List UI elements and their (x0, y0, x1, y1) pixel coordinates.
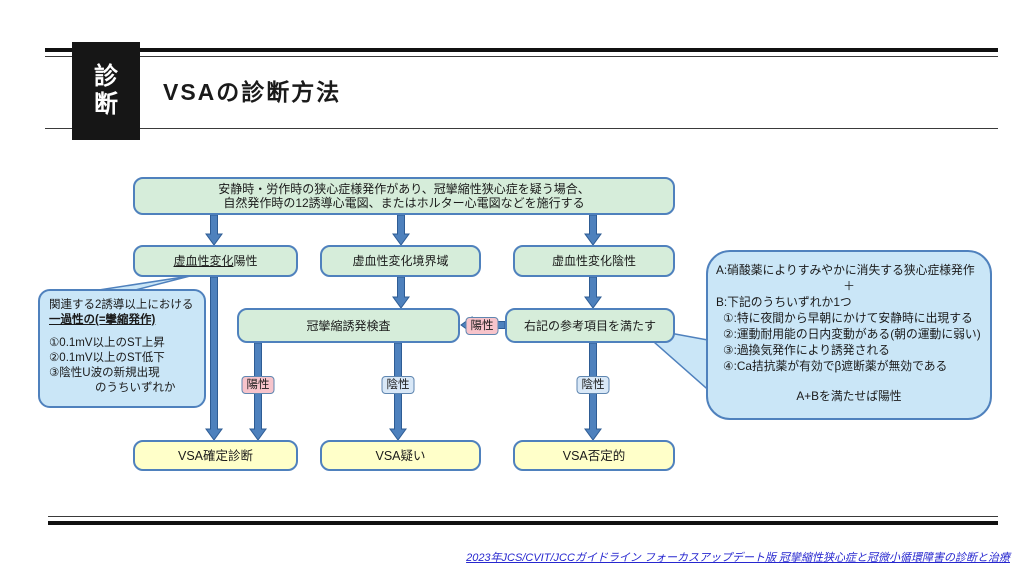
arrow-start-to-negative (584, 214, 602, 246)
header-rule-thick (45, 48, 998, 52)
arrow-negative-to-reference (584, 276, 602, 309)
right-callout-line-b: B:下記のうちいずれか1つ (716, 295, 852, 309)
right-callout-item: ①:特に夜間から早朝にかけて安静時に出現する (723, 311, 973, 325)
left-callout-suffix: のうちいずれか (95, 382, 176, 394)
badge-test-positive: 陽性 (241, 376, 275, 394)
flow-box-ischemic-positive: 虚血性変化陽性 (133, 245, 298, 277)
ischemic-positive-rest: 陽性 (233, 254, 258, 268)
arrow-positive-to-confirmed (205, 276, 223, 441)
footer-rule-thin (48, 516, 998, 517)
arrow-start-to-positive (205, 214, 223, 246)
left-callout-item: ③陰性U波の新規出現 (49, 367, 160, 379)
section-tag-diagnosis: 診 断 (72, 42, 140, 140)
start-line1: 安静時・労作時の狭心症様発作があり、冠攣縮性狭心症を疑う場合、 (218, 182, 590, 196)
tag-char: 診 (94, 63, 118, 90)
badge-reference-positive: 陽性 (465, 317, 499, 335)
left-callout-item: ②0.1mV以上のST低下 (49, 352, 165, 364)
right-callout-line-a: A:硝酸薬によりすみやかに消失する狭心症様発作 (716, 263, 975, 277)
page-title: VSAの診断方法 (163, 79, 342, 105)
flow-box-start: 安静時・労作時の狭心症様発作があり、冠攣縮性狭心症を疑う場合、 自然発作時の12… (133, 177, 675, 215)
flow-box-result-negative: VSA否定的 (513, 440, 675, 471)
left-callout-line2: 一過性の(=攣縮発作) (49, 314, 156, 326)
flow-box-provocation-test: 冠攣縮誘発検査 (237, 308, 460, 343)
header-rule-bottom (45, 128, 998, 129)
badge-reference-negative: 陰性 (576, 376, 610, 394)
start-line2: 自然発作時の12誘導心電図、またはホルター心電図などを施行する (223, 196, 585, 210)
flow-box-result-suspected: VSA疑い (320, 440, 481, 471)
left-callout-line1: 関連する2誘導以上における (49, 299, 194, 311)
right-callout-item: ④:Ca拮抗薬が有効でβ遮断薬が無効である (723, 359, 948, 373)
arrow-start-to-borderline (392, 214, 410, 246)
right-callout-item: ②:運動耐用能の日内変動がある(朝の運動に弱い) (723, 327, 981, 341)
citation-link[interactable]: 2023年JCS/CVIT/JCCガイドライン フォーカスアップデート版 冠攣縮… (466, 552, 1010, 564)
flow-box-ischemic-borderline: 虚血性変化境界域 (320, 245, 481, 277)
right-callout-conclusion: A+Bを満たせば陽性 (796, 389, 902, 403)
right-callout-item: ③:過換気発作により誘発される (723, 343, 890, 357)
badge-test-negative: 陰性 (381, 376, 415, 394)
right-callout-plus: ＋ (843, 279, 855, 293)
footer-rule-thick (48, 521, 998, 525)
header-rule-thin (45, 56, 998, 57)
arrow-borderline-to-test (392, 276, 410, 309)
left-callout-ischemic-criteria: 関連する2誘導以上における 一過性の(=攣縮発作) ①0.1mV以上のST上昇 … (38, 289, 206, 408)
flow-box-reference-items: 右記の参考項目を満たす (505, 308, 675, 343)
flow-box-result-confirmed: VSA確定診断 (133, 440, 298, 471)
left-callout-item: ①0.1mV以上のST上昇 (49, 337, 165, 349)
flow-box-ischemic-negative: 虚血性変化陰性 (513, 245, 675, 277)
right-callout-reference-criteria: A:硝酸薬によりすみやかに消失する狭心症様発作 ＋ B:下記のうちいずれか1つ … (706, 250, 992, 420)
tag-char: 断 (94, 91, 118, 118)
ischemic-positive-underlined: 虚血性変化 (173, 254, 234, 268)
